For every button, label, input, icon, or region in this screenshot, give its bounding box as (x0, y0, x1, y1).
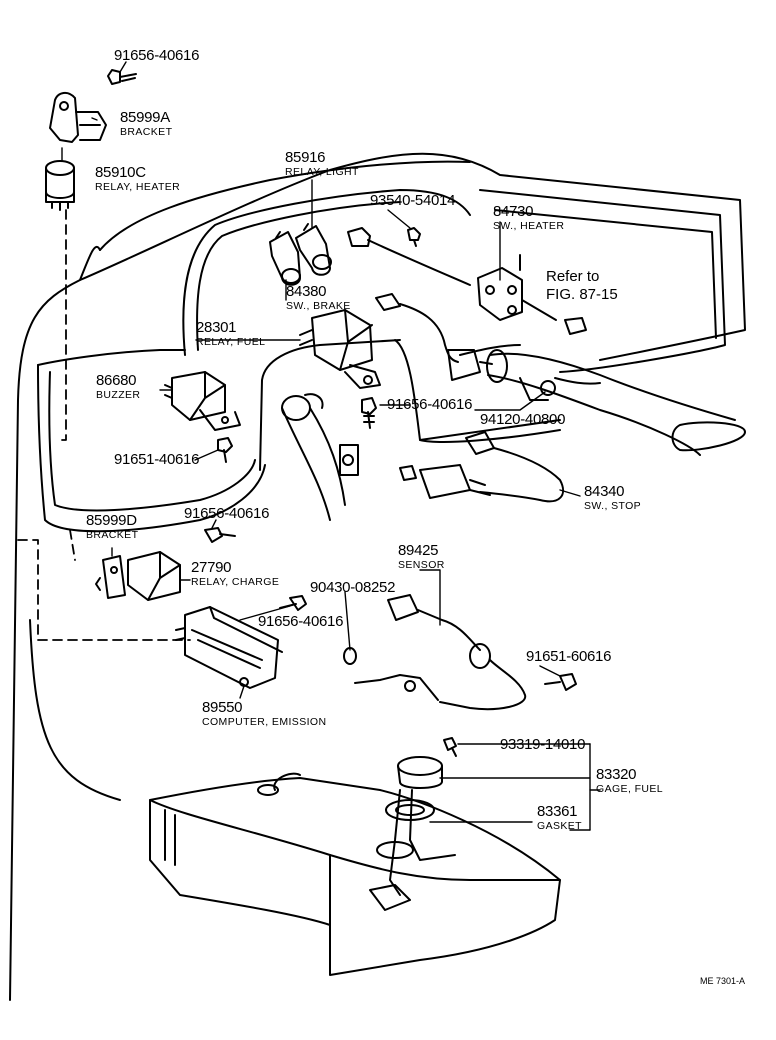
reference-note-line1: Refer to (546, 268, 600, 285)
part-desc-28301: RELAY, FUEL (196, 336, 266, 348)
switch-brake-84380 (375, 293, 493, 381)
fuel-tank (149, 772, 561, 976)
part-number-85999d: 85999D (86, 512, 137, 529)
dashed-leaders (17, 209, 191, 641)
part-desc-85999d: BRACKET (86, 529, 139, 541)
bracket-85999a (49, 92, 107, 143)
part-number-86680: 86680 (96, 372, 137, 389)
part-number-89550: 89550 (202, 699, 243, 716)
part-number-91656-40616-top: 91656-40616 (114, 47, 200, 64)
part-number-85999a: 85999A (120, 109, 170, 126)
part-desc-85910c: RELAY, HEATER (95, 181, 181, 193)
part-desc-84340: SW., STOP (584, 500, 642, 512)
reference-note-line2: FIG. 87-15 (546, 286, 618, 303)
part-number-27790: 27790 (191, 559, 232, 576)
part-desc-89425: SENSOR (398, 559, 445, 571)
leader-lines (61, 61, 601, 831)
switch-stop-84340 (399, 431, 565, 503)
part-number-85910c: 85910C (95, 164, 146, 181)
part-number-91656-40616-low: 91656-40616 (184, 505, 270, 522)
screw-91656-40616-top (107, 69, 137, 85)
part-number-83361: 83361 (537, 803, 578, 820)
part-number-93319-14010: 93319-14010 (500, 736, 586, 753)
part-number-28301: 28301 (196, 319, 237, 336)
part-desc-85916: RELAY, LIGHT (285, 166, 359, 178)
screw-91656-40616-mid (361, 397, 377, 429)
pedal-arm (281, 393, 359, 521)
part-number-91656-40616-mid: 91656-40616 (387, 396, 473, 413)
part-desc-27790: RELAY, CHARGE (191, 576, 280, 588)
part-number-84380: 84380 (286, 283, 327, 300)
buzzer-86680 (164, 371, 241, 431)
part-desc-84380: SW., BRAKE (286, 300, 351, 312)
part-number-91651-60616: 91651-60616 (526, 648, 612, 665)
screw-91651-60616 (544, 673, 577, 691)
screw-93319-14010 (443, 737, 457, 757)
relay-fuel-28301 (299, 309, 381, 389)
part-desc-84730: SW., HEATER (493, 220, 565, 232)
fuel-gauge-83320 (376, 756, 456, 896)
relay-heater-85910c (45, 160, 75, 211)
screw-93540-54014 (407, 227, 421, 247)
part-desc-86680: BUZZER (96, 389, 141, 401)
relay-charge-27790 (127, 551, 181, 601)
screw-91651-40616 (217, 437, 233, 463)
part-number-93540-54014: 93540-54014 (370, 192, 456, 209)
part-number-89425: 89425 (398, 542, 439, 559)
switch-heater-84730 (347, 227, 587, 335)
steering-column (486, 349, 746, 456)
part-number-85916: 85916 (285, 149, 326, 166)
part-number-90430-08252: 90430-08252 (310, 579, 396, 596)
part-desc-83361: GASKET (537, 820, 582, 832)
screw-91656-40616-low (204, 527, 236, 543)
part-desc-85999a: BRACKET (120, 126, 173, 138)
part-number-84340: 84340 (584, 483, 625, 500)
part-number-91656-40616-lower: 91656-40616 (258, 613, 344, 630)
part-number-94120-40800: 94120-40800 (480, 411, 566, 428)
bracket-85999d (95, 555, 126, 599)
part-number-84730: 84730 (493, 203, 534, 220)
part-desc-83320: GAGE, FUEL (596, 783, 664, 795)
figure-code: ME 7301-A (700, 976, 746, 986)
part-number-83320: 83320 (596, 766, 637, 783)
part-desc-89550: COMPUTER, EMISSION (202, 716, 327, 728)
sensor-89425 (354, 594, 527, 711)
relay-light-85916 (269, 223, 332, 286)
part-number-91651-40616: 91651-40616 (114, 451, 200, 468)
dashboard-outline (9, 152, 746, 1001)
